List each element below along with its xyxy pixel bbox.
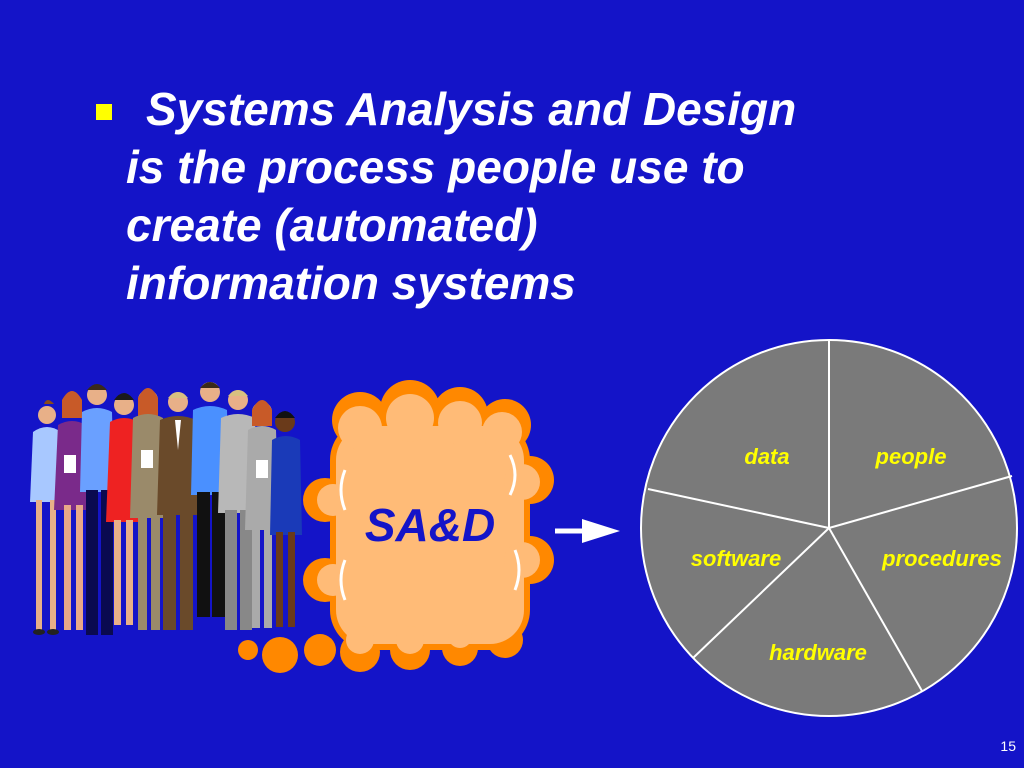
pie-label-procedures: procedures <box>881 546 1002 571</box>
pie-label-data: data <box>744 444 789 469</box>
arrow-right-icon <box>555 519 620 543</box>
bullet-text: Systems Analysis and Design is the proce… <box>126 80 996 312</box>
bullet-line-4: information systems <box>126 257 576 309</box>
pie-label-people: people <box>875 444 947 469</box>
pie-label-software: software <box>691 546 781 571</box>
people-group-illustration <box>30 382 302 635</box>
bullet-line-3: create (automated) <box>126 199 538 251</box>
person-figure <box>157 392 199 630</box>
process-label: SA&D <box>365 499 495 551</box>
pie-divider <box>647 488 830 529</box>
components-pie-chart: data people procedures hardware software <box>640 339 1018 717</box>
person-figure <box>130 388 166 630</box>
process-cloud: SA&D <box>238 380 554 673</box>
bullet-line-2: is the process people use to <box>126 141 745 193</box>
person-figure <box>245 400 279 628</box>
pie-divider <box>828 475 1013 529</box>
bullet-line-1: Systems Analysis and Design <box>146 83 797 135</box>
pie-divider <box>828 527 923 692</box>
bullet-square-icon <box>96 104 112 120</box>
page-number: 15 <box>1000 738 1016 754</box>
person-figure <box>270 411 302 627</box>
person-figure <box>80 384 114 635</box>
pie-divider <box>692 527 830 659</box>
pie-label-hardware: hardware <box>769 640 867 665</box>
